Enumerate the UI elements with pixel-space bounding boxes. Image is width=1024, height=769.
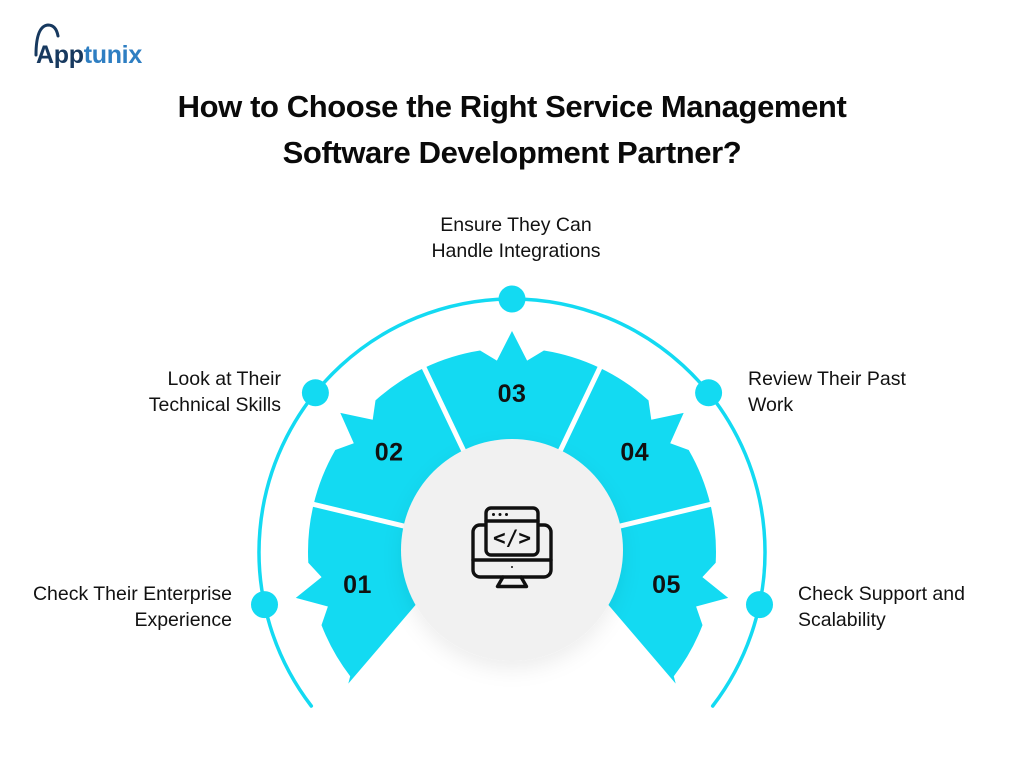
segment-dot-03	[498, 285, 526, 313]
segment-label-04: Review Their Past Work	[748, 366, 906, 418]
window-dot-2	[498, 513, 502, 516]
monitor-dot	[511, 566, 513, 568]
segment-number-01: 01	[343, 571, 372, 599]
logo-text-app: App	[36, 41, 84, 69]
segment-label-01-line1: Check Their Enterprise	[32, 583, 232, 605]
segment-label-03-line2: Handle Integrations	[431, 240, 601, 262]
segment-number-03: 03	[498, 380, 527, 408]
apptunix-logo-text: Apptunix	[34, 23, 143, 70]
segment-wedge-05	[604, 504, 729, 684]
segment-label-03-line1: Ensure They Can	[440, 214, 592, 236]
page-title-line1: How to Choose the Right Service Manageme…	[177, 89, 847, 124]
segment-dot-02	[301, 379, 329, 407]
code-glyph: </>	[493, 526, 531, 550]
segment-dot-01	[251, 591, 278, 619]
segment-number-02: 02	[375, 439, 404, 467]
segment-dot-04	[695, 379, 723, 407]
segment-dot-05	[746, 591, 773, 619]
page-title-line2: Software Development Partner?	[282, 135, 742, 170]
segment-label-05: Check Support and Scalability	[798, 581, 965, 633]
window-dot-1	[492, 513, 495, 516]
page-title: How to Choose the Right Service Manageme…	[0, 84, 1024, 176]
segment-label-01: Check Their Enterprise Experience	[33, 581, 232, 633]
apptunix-logo-arch-icon	[34, 23, 60, 57]
window-dot-3	[505, 513, 508, 516]
segment-separator	[420, 364, 471, 462]
segment-label-02-line2: Technical Skills	[148, 394, 281, 416]
segment-label-02-line1: Look at Their	[167, 368, 281, 390]
segment-label-01-line2: Experience	[134, 609, 232, 631]
segment-separator	[609, 501, 714, 531]
segment-wedge-01	[295, 504, 420, 684]
segment-label-04-line1: Review Their Past	[748, 368, 906, 390]
segment-number-04: 04	[620, 439, 649, 467]
segment-label-02: Look at Their Technical Skills	[149, 366, 281, 418]
segment-separator	[553, 364, 604, 462]
segment-label-03: Ensure They Can Handle Integrations	[431, 212, 600, 264]
apptunix-logo: Apptunix	[34, 23, 143, 70]
logo-text-tunix: tunix	[83, 41, 143, 69]
segment-wedge-03	[424, 331, 600, 459]
segment-label-05-line2: Scalability	[798, 609, 886, 631]
segment-number-05: 05	[652, 571, 681, 599]
monitor-stand	[495, 575, 529, 589]
segment-separator	[310, 501, 415, 531]
segment-label-05-line1: Check Support and	[798, 583, 965, 605]
segment-label-04-line2: Work	[748, 394, 794, 416]
code-monitor-icon: </>	[471, 506, 553, 589]
center-circle-group: </>	[401, 439, 623, 661]
